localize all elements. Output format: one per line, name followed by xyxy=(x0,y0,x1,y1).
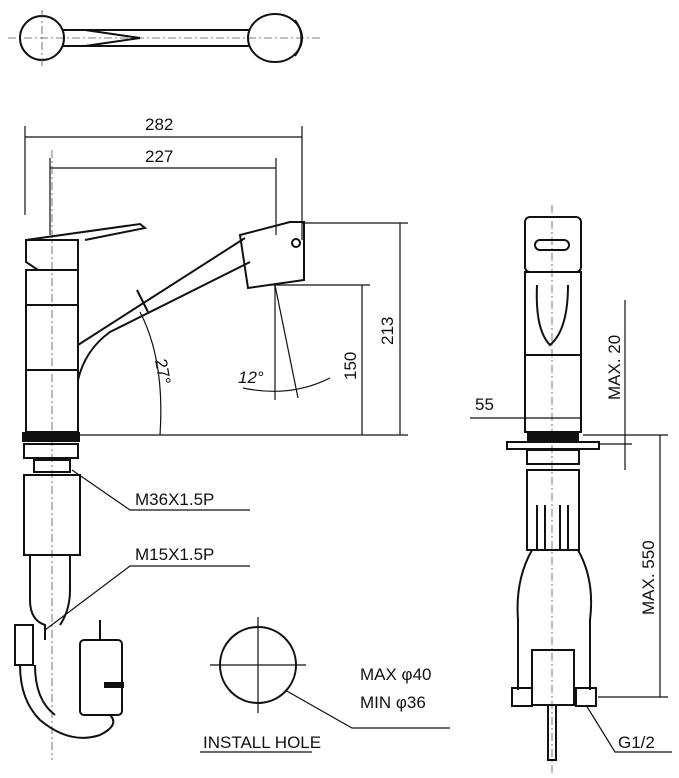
callout-g12: G1/2 xyxy=(618,733,655,752)
install-hole-title: INSTALL HOLE xyxy=(203,733,321,752)
callout-m15: M15X1.5P xyxy=(135,545,214,564)
install-hole-max: MAX φ40 xyxy=(360,665,432,684)
thread-callouts: M36X1.5P M15X1.5P xyxy=(44,469,250,631)
install-hole-min: MIN φ36 xyxy=(360,693,426,712)
dim-150: 150 xyxy=(341,352,360,380)
top-dimensions: 282 227 xyxy=(24,115,303,240)
dim-213: 213 xyxy=(378,317,397,345)
height-dimensions: 213 150 27° 12° xyxy=(80,222,408,436)
callout-m36: M36X1.5P xyxy=(135,490,214,509)
angle-12: 12° xyxy=(238,368,264,387)
side-view xyxy=(14,150,305,760)
dim-max550: MAX. 550 xyxy=(639,540,658,615)
dim-282: 282 xyxy=(145,115,173,134)
front-view: 55 MAX. 20 MAX. 550 G1/2 xyxy=(470,205,672,775)
dim-max20: MAX. 20 xyxy=(605,335,624,400)
dim-55: 55 xyxy=(475,395,494,414)
top-view xyxy=(8,10,320,68)
install-hole-detail: MAX φ40 MIN φ36 INSTALL HOLE xyxy=(200,617,450,753)
dim-227: 227 xyxy=(145,147,173,166)
angle-27: 27° xyxy=(151,357,174,386)
